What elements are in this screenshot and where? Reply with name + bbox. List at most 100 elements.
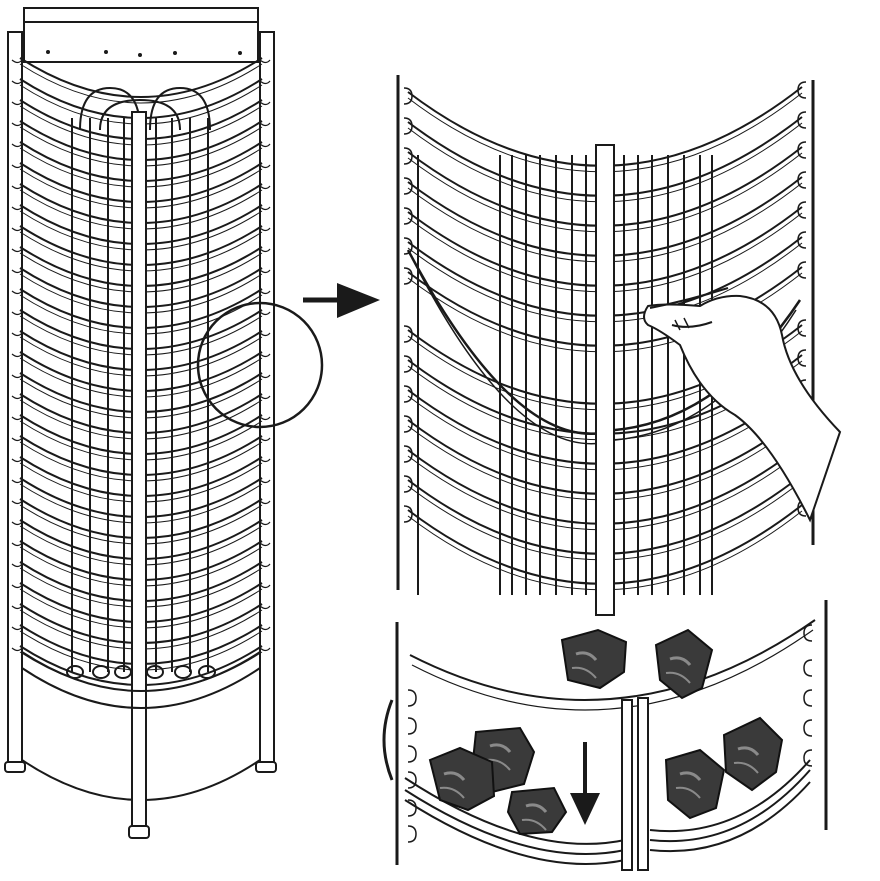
closeup-clip-left: [403, 87, 413, 105]
heater-ring-clip-left: [11, 80, 23, 85]
heater-foot-right: [255, 761, 277, 773]
closeup-post-center: [595, 144, 615, 616]
detail-zoom-circle: [196, 301, 324, 429]
loading-ring-bottom-6: [649, 781, 811, 853]
heater-ring-clip-left: [11, 647, 23, 652]
heater-base-ring: [21, 667, 261, 709]
heater-ring-clip-right: [259, 542, 271, 547]
loading-post-center-right: [637, 697, 649, 871]
loading-ring-bottom-3: [404, 799, 626, 865]
closeup-clip-left: [403, 385, 413, 403]
closeup-clip-right: [797, 319, 807, 337]
closeup-clip-left: [403, 267, 413, 285]
closeup-clip-left: [403, 355, 413, 373]
heater-ring-clip-left: [11, 311, 23, 316]
heater-ring-clip-right: [259, 311, 271, 316]
direction-arrow: [303, 283, 380, 318]
stone-highlight: [443, 771, 466, 781]
heater-ring-clip-right: [259, 164, 271, 169]
closeup-clip-right: [797, 81, 807, 99]
heater-ring-clip-right: [259, 458, 271, 463]
closeup-clip-left: [403, 505, 413, 523]
heater-ring-clip-right: [259, 584, 271, 589]
stone-highlight: [439, 786, 465, 799]
heater-ring-clip-right: [259, 101, 271, 106]
heater-base-ring-inner: [21, 651, 261, 692]
loading-clip-right: [803, 749, 813, 767]
closeup-clip-right: [797, 201, 807, 219]
heater-ring-clip-left: [11, 101, 23, 106]
stone-highlight: [665, 671, 691, 684]
heater-ring-clip-right: [259, 437, 271, 442]
heater-top-screws: [46, 50, 242, 57]
heater-ring-clip-left: [11, 374, 23, 379]
loading-ring-bottom-4: [649, 759, 811, 833]
heater-ring-clip-left: [11, 626, 23, 631]
stone-highlight: [525, 803, 548, 813]
heater-foot-left: [4, 761, 26, 773]
heater-ring-clip-left: [11, 563, 23, 568]
heater-ring-clip-right: [259, 59, 271, 64]
heater-ring-clip-right: [259, 416, 271, 421]
heater-ring: [19, 57, 263, 98]
heater-ring-clip-left: [11, 542, 23, 547]
heater-ring-clip-right: [259, 269, 271, 274]
heater-ring-clip-right: [259, 353, 271, 358]
loading-clip-left: [407, 717, 417, 735]
closeup-clip-right: [797, 111, 807, 129]
closeup-clip-left: [403, 415, 413, 433]
heater-ring-clip-left: [11, 458, 23, 463]
heating-element-loop-2: [149, 86, 211, 131]
heater-ring-clip-left: [11, 500, 23, 505]
heater-ring-clip-right: [259, 248, 271, 253]
loading-clip-right: [803, 624, 813, 642]
sauna-stone: [664, 748, 726, 820]
loading-side-handle: [382, 699, 394, 781]
loading-clip-right: [803, 689, 813, 707]
closeup-clip-left: [403, 475, 413, 493]
heater-ring-clip-left: [11, 206, 23, 211]
heater-ring-clip-left: [11, 269, 23, 274]
closeup-clip-left: [403, 177, 413, 195]
sauna-heater: [4, 7, 277, 839]
stone-highlight: [521, 818, 547, 831]
heater-ring-clip-right: [259, 80, 271, 85]
heater-ring-clip-left: [11, 185, 23, 190]
loading-post-center-left: [621, 699, 633, 871]
heater-ring-clip-left: [11, 479, 23, 484]
stone-highlight: [733, 761, 759, 774]
heater-ring-clip-right: [259, 374, 271, 379]
stone-highlight: [675, 786, 701, 799]
stone-highlight: [571, 666, 597, 679]
loading-ring-top-inner: [411, 629, 814, 711]
loading-clip-left: [407, 825, 417, 843]
closeup-clip-left: [403, 207, 413, 225]
stone-highlight: [575, 651, 598, 661]
heater-ring-inner: [19, 63, 263, 104]
heater-post-center: [131, 111, 147, 833]
closeup-vertical-bars: [417, 155, 713, 595]
loading-ring-bottom-5: [649, 769, 811, 843]
stone-highlight: [669, 656, 692, 666]
heater-ring-clip-right: [259, 227, 271, 232]
loading-ring-top: [409, 619, 816, 701]
closeup-clip-left: [403, 147, 413, 165]
closeup-clip-left: [403, 325, 413, 343]
loading-clip-left: [407, 799, 417, 817]
heater-ring-clip-right: [259, 143, 271, 148]
loading-ring-clips: [407, 624, 813, 843]
heater-ring-clip-left: [11, 143, 23, 148]
heater-ring-clip-left: [11, 248, 23, 253]
heater-ring-clip-right: [259, 563, 271, 568]
stone-highlight: [737, 746, 760, 756]
heater-ring-clip-left: [11, 416, 23, 421]
heater-ring-clip-right: [259, 395, 271, 400]
heater-ring-clip-left: [11, 395, 23, 400]
heater-ring-clip-left: [11, 353, 23, 358]
loading-clip-left: [407, 771, 417, 789]
heater-ring-clip-left: [11, 605, 23, 610]
heater-ring-clip-right: [259, 332, 271, 337]
heater-ring-clip-right: [259, 290, 271, 295]
